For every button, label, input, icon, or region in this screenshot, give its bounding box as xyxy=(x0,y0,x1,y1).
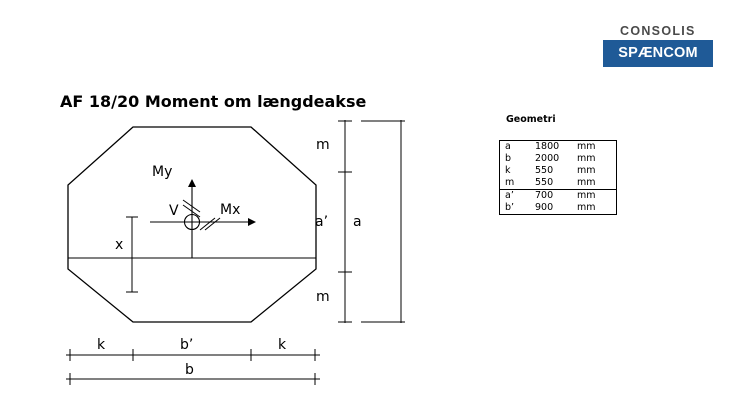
a-label: a xyxy=(353,214,362,230)
geometry-row-k: k 550 mm xyxy=(505,165,596,176)
a-prime-label: a’ xyxy=(315,214,328,230)
geometry-row-a: a 1800 mm xyxy=(505,141,596,152)
geometry-row-b-prime: b’ 900 mm xyxy=(505,202,596,213)
load-point-circle xyxy=(183,213,201,231)
my-label: My xyxy=(152,164,172,180)
k-right-label: k xyxy=(278,337,287,353)
geometry-group-main: a 1800 mm b 2000 mm k 550 mm m 550 mm xyxy=(500,141,616,190)
mx-moment-hatch xyxy=(199,217,221,231)
m-top-label: m xyxy=(316,137,330,153)
m-bottom-label: m xyxy=(316,289,330,305)
k-left-label: k xyxy=(97,337,106,353)
b-prime-label: b’ xyxy=(180,337,193,353)
my-moment-hatch xyxy=(182,199,201,218)
geometry-group-prime: a’ 700 mm b’ 900 mm xyxy=(500,190,616,214)
geometry-table: a 1800 mm b 2000 mm k 550 mm m 550 mm a’… xyxy=(499,140,617,215)
octagon-section xyxy=(67,126,317,323)
mx-label: Mx xyxy=(220,202,240,218)
spaencom-logo: SPÆNCOM xyxy=(603,40,713,67)
v-label: V xyxy=(169,203,179,219)
geometry-row-a-prime: a’ 700 mm xyxy=(505,190,596,201)
page-title: AF 18/20 Moment om længdeakse xyxy=(60,92,367,111)
geometry-heading: Geometri xyxy=(506,114,556,125)
b-label: b xyxy=(185,362,194,378)
geometry-row-b: b 2000 mm xyxy=(505,153,596,164)
geometry-row-m: m 550 mm xyxy=(505,177,596,188)
x-label: x xyxy=(115,237,123,253)
consolis-logo-text: CONSOLIS xyxy=(620,24,696,38)
